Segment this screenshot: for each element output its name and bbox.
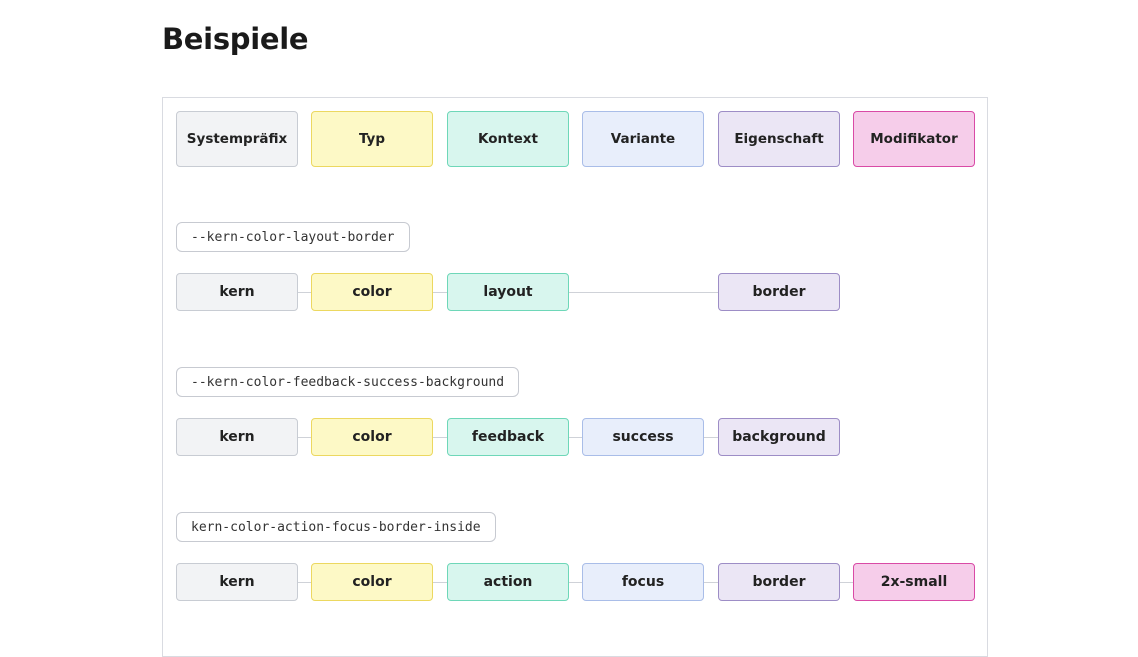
legend-eigenschaft: Eigenschaft xyxy=(718,111,840,167)
part-systempraefix: kern xyxy=(176,418,298,456)
connector-line xyxy=(569,292,718,293)
legend-row: Systempräfix Typ Kontext Variante Eigens… xyxy=(176,111,976,167)
connector-line xyxy=(569,437,582,438)
part-typ: color xyxy=(311,563,433,601)
page-title: Beispiele xyxy=(162,22,309,56)
token-breakdown-row: kern color feedback success background xyxy=(176,418,976,456)
connector-line xyxy=(840,582,853,583)
part-variante: success xyxy=(582,418,704,456)
connector-line xyxy=(704,582,718,583)
connector-line xyxy=(569,582,582,583)
part-kontext: layout xyxy=(447,273,569,311)
connector-line xyxy=(433,292,447,293)
token-breakdown-row: kern color layout border xyxy=(176,273,976,311)
connector-line xyxy=(298,582,311,583)
part-kontext: feedback xyxy=(447,418,569,456)
token-name: --kern-color-layout-border xyxy=(176,222,410,252)
part-typ: color xyxy=(311,273,433,311)
examples-panel: Systempräfix Typ Kontext Variante Eigens… xyxy=(162,97,988,657)
connector-line xyxy=(298,292,311,293)
token-name: kern-color-action-focus-border-inside xyxy=(176,512,496,542)
legend-modifikator: Modifikator xyxy=(853,111,975,167)
token-breakdown-row: kern color action focus border 2x-small xyxy=(176,563,976,601)
part-eigenschaft: border xyxy=(718,563,840,601)
token-name: --kern-color-feedback-success-background xyxy=(176,367,520,397)
part-eigenschaft: border xyxy=(718,273,840,311)
part-eigenschaft: background xyxy=(718,418,840,456)
part-kontext: action xyxy=(447,563,569,601)
part-typ: color xyxy=(311,418,433,456)
part-modifikator: 2x-small xyxy=(853,563,975,601)
part-systempraefix: kern xyxy=(176,563,298,601)
legend-variante: Variante xyxy=(582,111,704,167)
connector-line xyxy=(433,582,447,583)
part-variante: focus xyxy=(582,563,704,601)
connector-line xyxy=(298,437,311,438)
legend-typ: Typ xyxy=(311,111,433,167)
connector-line xyxy=(433,437,447,438)
part-systempraefix: kern xyxy=(176,273,298,311)
legend-systempraefix: Systempräfix xyxy=(176,111,298,167)
legend-kontext: Kontext xyxy=(447,111,569,167)
connector-line xyxy=(704,437,718,438)
